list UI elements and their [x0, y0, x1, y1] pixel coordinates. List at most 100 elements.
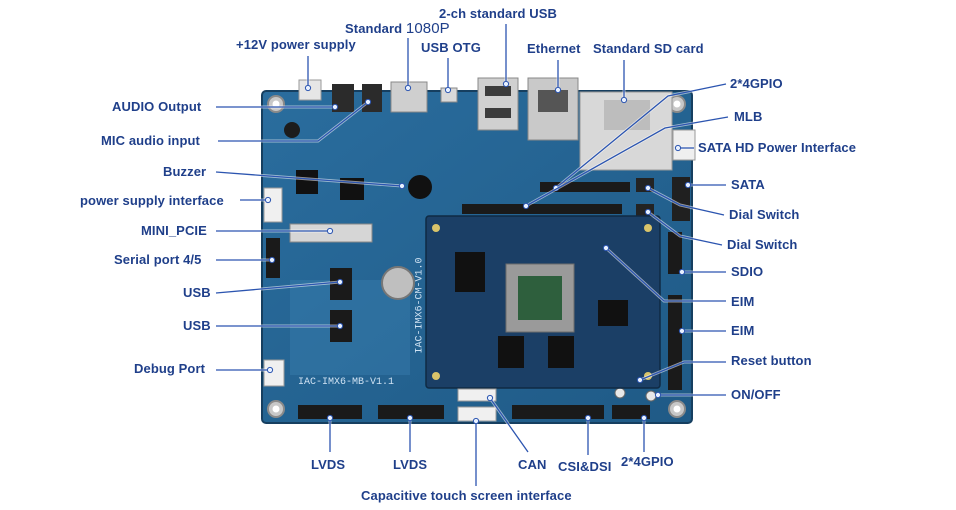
- label-buzzer: Buzzer: [163, 164, 207, 179]
- label-mlb: MLB: [734, 109, 763, 124]
- csi-dsi-header: [512, 405, 604, 419]
- usb-stack: [477, 77, 519, 131]
- leader-dot-2ch-standard-usb: [502, 80, 510, 88]
- leader-line-2x4gpio-top: [555, 83, 727, 189]
- audio-jack-mic: [362, 84, 382, 112]
- leader-dot-lvds-2: [406, 414, 414, 422]
- board-silkscreen-text: IAC-IMX6-MB-V1.1: [298, 377, 395, 388]
- gpio-header-top: [540, 182, 630, 192]
- leader-dot-capacitive-touch-screen-interface: [472, 417, 480, 425]
- audio-jack-out: [332, 84, 354, 112]
- label-2x4gpio-bottom: 2*4GPIO: [621, 454, 674, 469]
- eim-header: [668, 295, 682, 390]
- label-usb-2: USB: [183, 318, 211, 333]
- label-capacitive-touch-screen-interface: Capacitive touch screen interface: [361, 488, 572, 503]
- label-sata-hd-power-interface: SATA HD Power Interface: [698, 140, 857, 155]
- leader-dot-power-supply-interface: [264, 196, 272, 204]
- label-on-off: ON/OFF: [731, 387, 781, 402]
- label-lvds-1: LVDS: [311, 457, 346, 472]
- can-connector: [457, 388, 497, 402]
- debug-port-connector: [263, 359, 285, 387]
- label-can: CAN: [518, 457, 547, 472]
- label-usb-1: USB: [183, 285, 211, 300]
- label-standard-1080p: Standard 1080P: [345, 20, 450, 37]
- mlb-header: [462, 204, 622, 214]
- label-ethernet: Ethernet: [527, 41, 581, 56]
- sdio-header: [668, 232, 682, 274]
- leader-dot-mini-pcie: [326, 227, 334, 235]
- leader-line-usb-1: [215, 281, 341, 294]
- leader-dot-standard-sd-card: [620, 96, 628, 104]
- label-sata: SATA: [731, 177, 765, 192]
- label-power-supply-interface: power supply interface: [80, 193, 224, 208]
- leader-dot-sata-hd-power-interface: [674, 144, 682, 152]
- sata-connector: [672, 177, 690, 221]
- mounting-hole-center: [673, 405, 681, 413]
- ethernet-opening: [538, 90, 568, 112]
- sd-card-inner: [604, 100, 650, 130]
- label-usb-otg: USB OTG: [421, 40, 481, 55]
- leader-dot-ethernet: [554, 86, 562, 94]
- power-interface-connector: [263, 187, 283, 223]
- leader-dot-lvds-1: [326, 414, 334, 422]
- leader-dot-serial-port-4-5: [268, 256, 276, 264]
- label-mic-audio-input: MIC audio input: [101, 133, 200, 148]
- pmic-chip: [598, 300, 628, 326]
- mounting-hole-center: [673, 100, 681, 108]
- label-sdio: SDIO: [731, 264, 764, 279]
- leader-dot-csi-dsi: [584, 414, 592, 422]
- leader-dot-sdio: [678, 268, 686, 276]
- leader-dot-audio-output: [331, 103, 339, 111]
- label-mini-pcie: MINI_PCIE: [141, 223, 207, 238]
- gpio-header-bottom: [612, 405, 650, 419]
- leader-line-buzzer: [215, 171, 403, 187]
- leader-dot-usb-otg: [444, 86, 452, 94]
- leader-dot-mlb: [522, 202, 530, 210]
- coin-battery: [381, 266, 415, 300]
- onoff-button-part: [645, 390, 657, 402]
- leader-dot-debug-port: [266, 366, 274, 374]
- leader-dot-mic-audio-input: [364, 98, 372, 106]
- leader-line-mlb: [525, 116, 729, 207]
- capacitor: [284, 122, 300, 138]
- ram-chip-2: [498, 336, 524, 368]
- leader-dot-eim-1: [602, 244, 610, 252]
- label-plus12v-power-supply: +12V power supply: [236, 37, 356, 52]
- label-standard: Standard: [345, 21, 403, 36]
- reset-button-part: [614, 387, 626, 399]
- leader-line-mic-audio-input: [218, 101, 369, 142]
- usb-slot-2: [485, 108, 511, 118]
- leader-dot-usb-2: [336, 322, 344, 330]
- label-dial-switch-1: Dial Switch: [729, 207, 800, 222]
- label-audio-output: AUDIO Output: [112, 99, 202, 114]
- leader-dot-buzzer: [398, 182, 406, 190]
- label-dial-switch-2: Dial Switch: [727, 237, 798, 252]
- leader-line-reset-button: [639, 361, 726, 381]
- label-lvds-2: LVDS: [393, 457, 428, 472]
- leader-dot-eim-2: [678, 327, 686, 335]
- cpu-die: [518, 276, 562, 320]
- leader-line-dial-switch-1: [647, 187, 725, 216]
- leader-line-dial-switch-2: [647, 211, 723, 246]
- leader-dot-reset-button: [636, 376, 644, 384]
- leader-dot-plus12v-power-supply: [304, 84, 312, 92]
- module-mount-pad: [432, 224, 440, 232]
- label-eim-2: EIM: [731, 323, 755, 338]
- ram-chip-1: [455, 252, 485, 292]
- inductor: [296, 170, 318, 194]
- label-eim-1: EIM: [731, 294, 755, 309]
- module-mount-pad: [644, 224, 652, 232]
- lvds-header-1: [298, 405, 362, 419]
- leader-dot-can: [486, 394, 494, 402]
- lvds-header-2: [378, 405, 444, 419]
- leader-dot-on-off: [654, 391, 662, 399]
- label-2x4gpio-top: 2*4GPIO: [730, 76, 783, 91]
- label-1080p: 1080P: [405, 20, 450, 37]
- label-csi-dsi: CSI&DSI: [558, 459, 612, 474]
- leader-dot-usb-1: [336, 278, 344, 286]
- leader-dot-dial-switch-2: [644, 208, 652, 216]
- leader-line-eim-1: [605, 247, 726, 302]
- label-reset-button: Reset button: [731, 353, 812, 368]
- sata-power-connector: [672, 129, 696, 161]
